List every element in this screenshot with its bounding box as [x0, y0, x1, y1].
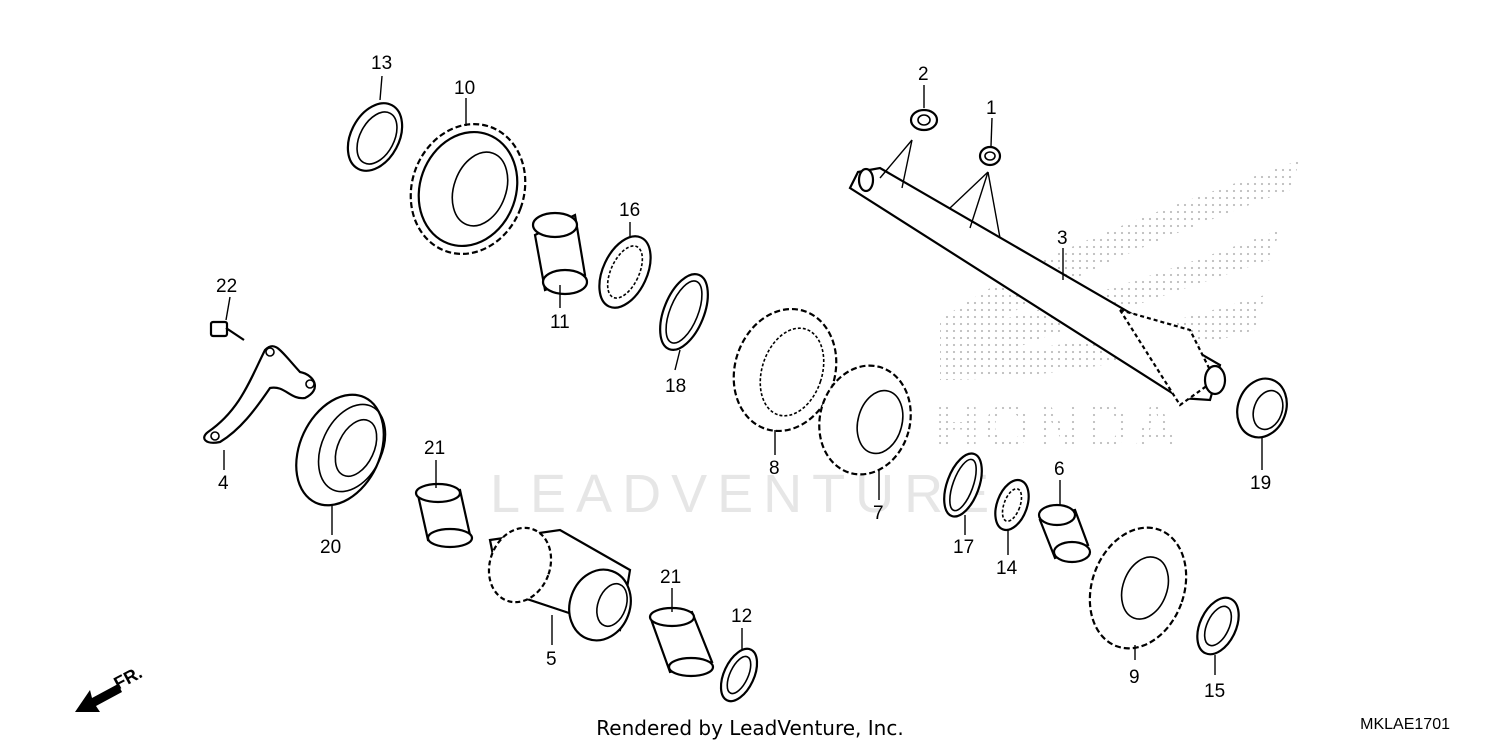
diagram-code: MKLAE1701	[1360, 716, 1450, 733]
part-21-needle-bearing-b[interactable]	[648, 606, 715, 678]
part-15-washer[interactable]	[1189, 591, 1247, 661]
callout-6[interactable]: 6	[1054, 459, 1065, 480]
callout-20[interactable]: 20	[320, 537, 341, 558]
part-20-bearing[interactable]	[279, 381, 401, 520]
callout-21-a[interactable]: 21	[424, 438, 445, 459]
callout-19[interactable]: 19	[1250, 473, 1271, 494]
callout-2[interactable]: 2	[918, 64, 929, 85]
part-11-bushing[interactable]	[531, 211, 589, 296]
part-16-spline-washer[interactable]	[589, 228, 661, 315]
part-9-gear[interactable]	[1074, 514, 1203, 662]
callout-22[interactable]: 22	[216, 276, 237, 297]
callout-11[interactable]: 11	[550, 312, 570, 333]
part-5-gear-cluster[interactable]	[479, 519, 641, 649]
part-12-washer[interactable]	[714, 643, 765, 706]
callout-12[interactable]: 12	[731, 606, 752, 627]
part-4-setting-plate[interactable]	[203, 345, 316, 444]
part-22-bolt[interactable]	[209, 320, 245, 341]
callout-1[interactable]: 1	[986, 98, 997, 119]
callout-15[interactable]: 15	[1204, 681, 1225, 702]
part-13-washer[interactable]	[337, 94, 413, 180]
part-7-gear[interactable]	[807, 355, 922, 485]
part-21-needle-bearing-a[interactable]	[414, 482, 474, 549]
callout-21-b[interactable]: 21	[660, 567, 681, 588]
rendered-by-footer: Rendered by LeadVenture, Inc.	[596, 716, 904, 740]
part-3-mainshaft[interactable]	[848, 166, 1227, 407]
front-direction-arrow	[75, 684, 122, 712]
part-14-washer[interactable]	[989, 475, 1035, 534]
callout-13[interactable]: 13	[371, 53, 392, 74]
callout-3[interactable]: 3	[1057, 228, 1068, 249]
part-2-bearing[interactable]	[909, 108, 939, 132]
part-17-circlip[interactable]	[937, 449, 990, 522]
part-1-bearing[interactable]	[978, 145, 1002, 167]
callout-9[interactable]: 9	[1129, 667, 1140, 688]
callout-5[interactable]: 5	[546, 649, 557, 670]
honda-wing-watermark	[940, 160, 1300, 380]
callout-4[interactable]: 4	[218, 473, 229, 494]
part-18-circlip[interactable]	[650, 267, 717, 356]
part-6-bushing[interactable]	[1037, 503, 1092, 564]
callout-8[interactable]: 8	[769, 458, 780, 479]
leader-lines	[223, 75, 1263, 675]
part-10-gear[interactable]	[393, 108, 543, 270]
callout-16[interactable]: 16	[619, 200, 640, 221]
part-19-bearing[interactable]	[1229, 372, 1295, 445]
honda-text-watermark: HONDA	[935, 393, 1182, 462]
callout-17[interactable]: 17	[953, 537, 974, 558]
callout-18[interactable]: 18	[665, 376, 686, 397]
callout-7[interactable]: 7	[873, 503, 884, 524]
leadventure-watermark: LEADVENTURE	[490, 464, 999, 524]
callout-10[interactable]: 10	[454, 78, 475, 99]
callout-14[interactable]: 14	[996, 558, 1018, 579]
